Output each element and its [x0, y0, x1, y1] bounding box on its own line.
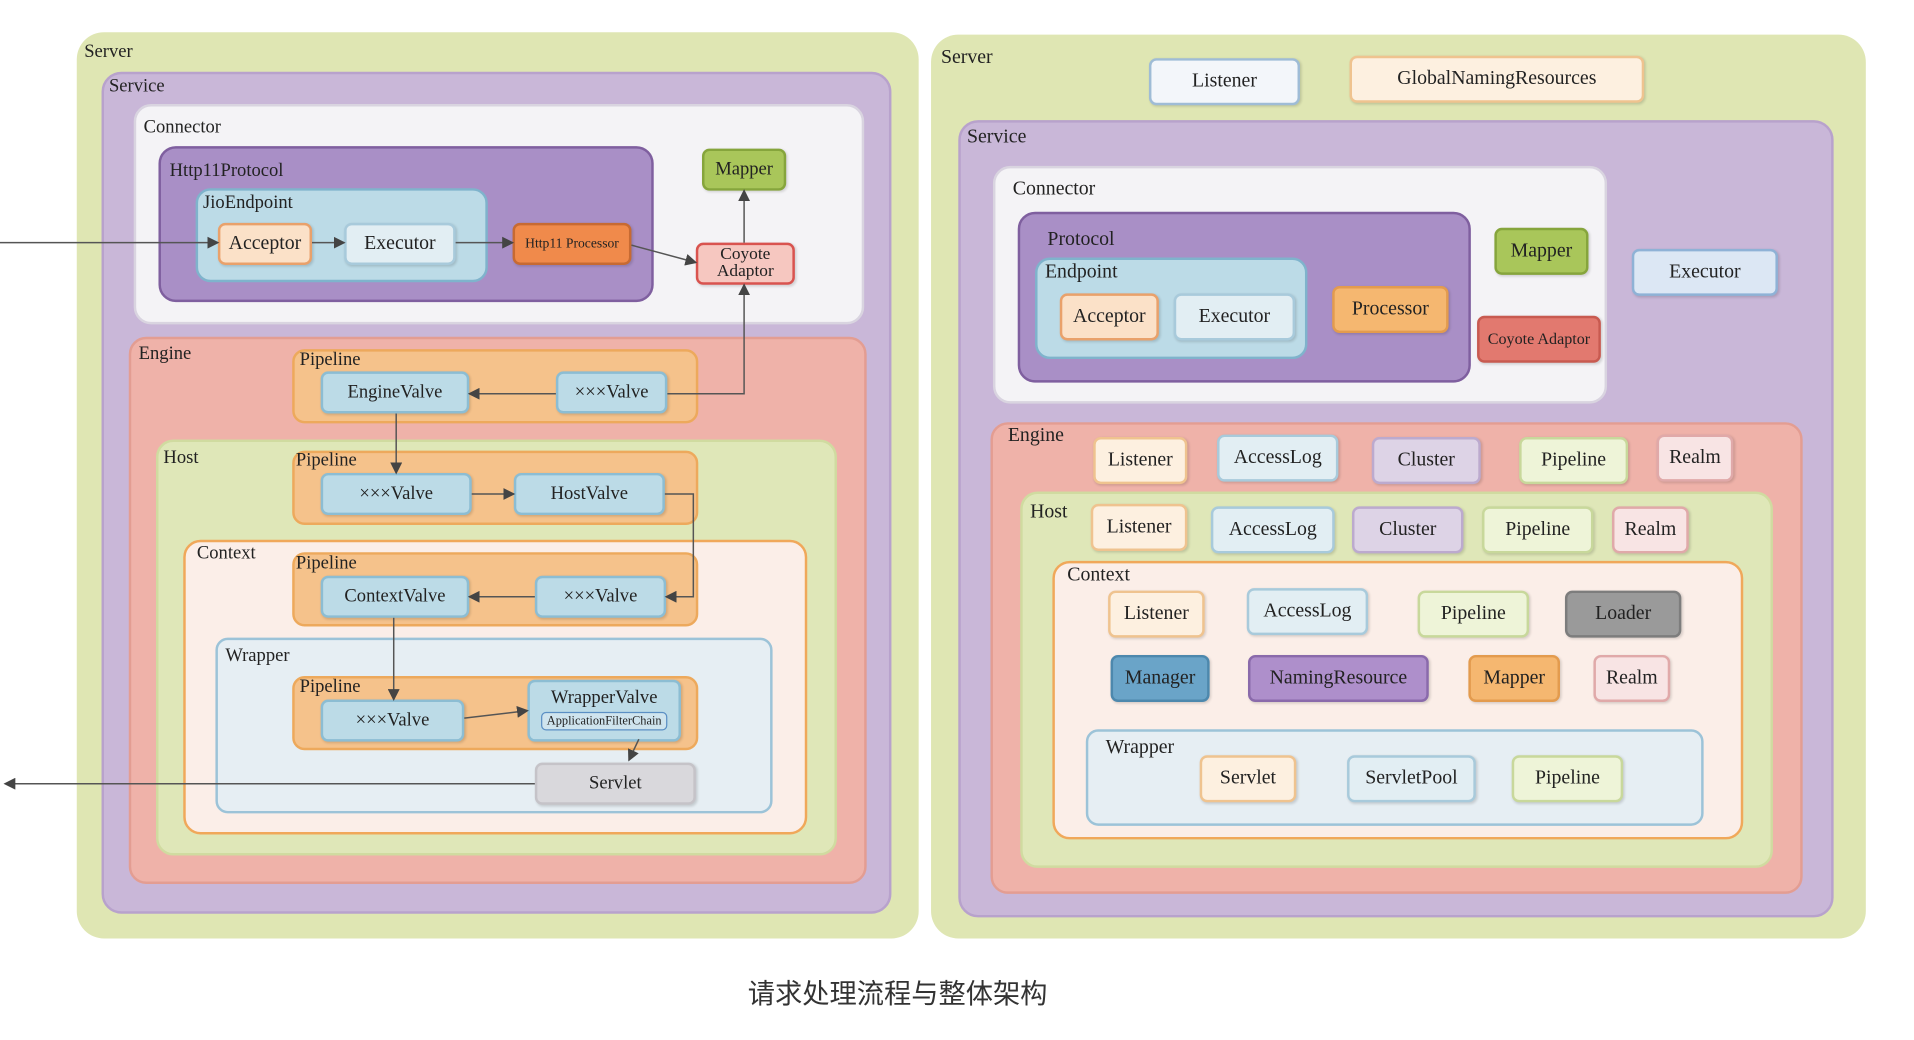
right-host-listener-node: Listener: [1090, 503, 1188, 551]
right-executor-inner-node: Executor: [1173, 293, 1296, 341]
right-service-label: Service: [966, 126, 1027, 148]
left-coyote-adaptor-line2: Adaptor: [716, 262, 774, 282]
right-context-manager-node: Manager: [1110, 654, 1210, 703]
right-context-mapper-node: Mapper: [1468, 654, 1561, 703]
left-wrapper-pipeline-label: Pipeline: [299, 677, 361, 698]
right-context-naming-node: NamingResource: [1248, 654, 1429, 703]
right-wrapper-label: Wrapper: [1105, 736, 1175, 758]
right-engine-cluster-node: Cluster: [1371, 437, 1481, 485]
right-engine-accesslog-node: AccessLog: [1217, 434, 1339, 482]
left-context-pipeline-label: Pipeline: [295, 553, 357, 574]
right-global-naming-node: GlobalNamingResources: [1349, 55, 1645, 103]
right-host-accesslog-node: AccessLog: [1210, 506, 1335, 554]
left-host-valve-node: HostValve: [513, 472, 665, 516]
left-acceptor-node: Acceptor: [217, 222, 313, 265]
left-coyote-adaptor-line1: Coyote: [720, 245, 771, 264]
right-mapper-node: Mapper: [1494, 227, 1589, 275]
right-context-loader-node: Loader: [1564, 590, 1682, 638]
right-context-realm-node: Realm: [1593, 654, 1671, 703]
right-context-accesslog-node: AccessLog: [1246, 588, 1369, 636]
left-wrapper-valve-node: WrapperValve ApplicationFilterChain: [527, 679, 681, 742]
arrow-hostvalve-to-context: [664, 493, 695, 603]
left-connector-label: Connector: [143, 117, 221, 138]
right-host-cluster-node: Cluster: [1352, 506, 1464, 554]
left-coyote-adaptor-node: Coyote Adaptor: [695, 242, 795, 285]
right-host-realm-node: Realm: [1612, 506, 1689, 554]
left-engine-pipeline-label: Pipeline: [299, 350, 361, 371]
right-engine-label: Engine: [1007, 424, 1064, 446]
arrow-wrapperxxx-to-wrappervalve: [464, 705, 529, 719]
left-context-label: Context: [196, 543, 256, 564]
right-executor-node: Executor: [1631, 248, 1778, 296]
arrow-filterchain-to-servlet: [628, 738, 640, 762]
right-engine-pipeline-node: Pipeline: [1519, 437, 1629, 485]
left-wrapper-label: Wrapper: [225, 646, 290, 667]
right-wrapper-servlet-node: Servlet: [1199, 755, 1297, 803]
right-context-pipeline-node: Pipeline: [1417, 590, 1530, 638]
figure-caption: 请求处理流程与整体架构: [747, 979, 1048, 1011]
left-host-label: Host: [163, 448, 199, 469]
arrow-processor-to-adaptor: [631, 244, 698, 266]
left-host-xxx-valve-node: ×××Valve: [320, 472, 472, 516]
left-filter-chain-node: ApplicationFilterChain: [540, 711, 668, 731]
right-wrapper-servletpool-node: ServletPool: [1347, 755, 1476, 803]
left-context-xxx-valve-node: ×××Valve: [534, 575, 667, 618]
left-service-label: Service: [108, 76, 165, 97]
left-server-label: Server: [84, 42, 133, 62]
right-connector-label: Connector: [1012, 178, 1096, 200]
left-wrapper-valve-label: WrapperValve: [550, 688, 658, 709]
right-context-label: Context: [1067, 564, 1130, 586]
left-http11protocol-label: Http11Protocol: [169, 160, 284, 181]
right-server-label: Server: [940, 47, 993, 69]
right-context-listener-node: Listener: [1108, 590, 1205, 638]
right-server-listener-node: Listener: [1148, 58, 1301, 106]
left-servlet-node: Servlet: [534, 762, 696, 805]
arrow-xxxvalve-to-adaptor: [667, 283, 751, 395]
right-engine-realm-node: Realm: [1656, 434, 1734, 482]
right-coyote-adaptor-node: Coyote Adaptor: [1477, 315, 1601, 363]
left-host-pipeline-label: Pipeline: [295, 450, 357, 471]
left-engine-valve-node: EngineValve: [320, 371, 470, 414]
right-host-label: Host: [1030, 501, 1068, 523]
right-engine-listener-node: Listener: [1093, 437, 1188, 485]
right-processor-node: Processor: [1332, 286, 1449, 334]
right-wrapper-pipeline-node: Pipeline: [1511, 755, 1624, 803]
right-protocol-label: Protocol: [1047, 229, 1115, 251]
left-jioendpoint-label: JioEndpoint: [203, 193, 293, 213]
left-wrapper-xxx-valve-node: ×××Valve: [320, 699, 465, 742]
right-acceptor-node: Acceptor: [1059, 293, 1159, 341]
right-host-pipeline-node: Pipeline: [1482, 506, 1594, 554]
left-engine-label: Engine: [138, 344, 192, 365]
left-engine-xxx-valve-node: ×××Valve: [555, 371, 668, 414]
left-context-valve-node: ContextValve: [320, 575, 470, 618]
right-endpoint-label: Endpoint: [1044, 261, 1118, 283]
